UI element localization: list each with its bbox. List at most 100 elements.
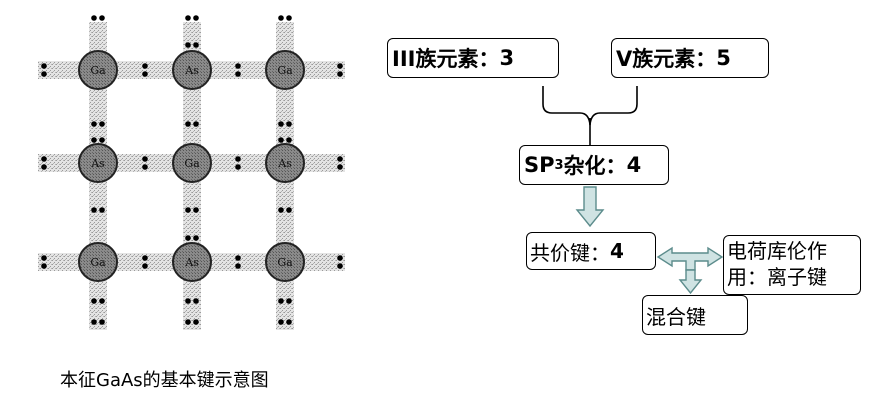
electron-dot xyxy=(286,15,292,21)
electron-dot xyxy=(41,156,47,162)
atom-label: Ga xyxy=(277,64,293,77)
electron-dot xyxy=(142,63,148,69)
electron-dot xyxy=(185,42,191,48)
figure-caption: 本征GaAs的基本键示意图 xyxy=(60,370,269,391)
electron-dot xyxy=(142,255,148,261)
electron-dot xyxy=(286,298,292,304)
electron-dot xyxy=(91,15,97,21)
atom-label: Ga xyxy=(90,64,106,77)
covalent-value: 4 xyxy=(610,239,624,263)
group5-value: 5 xyxy=(716,46,731,70)
group3-value: 3 xyxy=(499,46,515,70)
electron-dot xyxy=(99,121,105,127)
electron-dot xyxy=(91,319,97,325)
electron-dot xyxy=(142,164,148,170)
electron-dot xyxy=(185,121,191,127)
electron-dot xyxy=(278,319,284,325)
electron-dot xyxy=(99,15,105,21)
electron-dot xyxy=(278,121,284,127)
electron-dot xyxy=(41,263,47,269)
electron-dot xyxy=(193,235,199,241)
electron-dot xyxy=(278,298,284,304)
atom-ga-0-0 xyxy=(78,50,118,90)
sp3-subscript: 3 xyxy=(554,157,564,173)
electron-dot xyxy=(337,263,343,269)
electron-dot xyxy=(41,164,47,170)
electron-dot xyxy=(185,319,191,325)
electron-dot xyxy=(185,235,191,241)
covalent-bond-box: 共价键：4 xyxy=(526,232,656,270)
electron-dot xyxy=(41,71,47,77)
mixed-bond-box: 混合键 xyxy=(642,295,748,335)
mixed-arrow-icon xyxy=(678,269,703,295)
electron-dot xyxy=(185,15,191,21)
atom-as-1-0 xyxy=(78,143,118,183)
electron-dot xyxy=(337,255,343,261)
atom-ga-2-0 xyxy=(78,242,118,282)
atom-ga-0-2 xyxy=(265,50,305,90)
electron-dot xyxy=(235,164,241,170)
atom-as-2-1 xyxy=(172,242,212,282)
electron-dot xyxy=(99,319,105,325)
atom-label: Ga xyxy=(90,256,106,269)
electron-dot xyxy=(337,156,343,162)
atom-ga-2-2 xyxy=(265,242,305,282)
electron-dot xyxy=(41,255,47,261)
electron-dot xyxy=(91,207,97,213)
electron-dot xyxy=(91,137,97,143)
electron-dot xyxy=(91,121,97,127)
atom-label: Ga xyxy=(184,157,200,170)
group5-label: V族元素： xyxy=(616,47,717,71)
electron-dot xyxy=(185,298,191,304)
electron-dot xyxy=(185,207,191,213)
mixed-label: 混合键 xyxy=(646,304,706,329)
electron-dot xyxy=(193,42,199,48)
atom-label: As xyxy=(90,157,105,170)
sp3-label: 杂化： xyxy=(563,154,627,178)
electron-dot xyxy=(142,156,148,162)
atom-label: As xyxy=(277,157,292,170)
electron-dot xyxy=(142,263,148,269)
group3-element-box: III族元素：3 xyxy=(387,38,559,78)
sp3-value: 4 xyxy=(626,153,642,177)
electron-dot xyxy=(337,63,343,69)
electron-dot xyxy=(142,71,148,77)
electron-dot xyxy=(91,298,97,304)
atom-as-0-1 xyxy=(172,50,212,90)
atom-label: As xyxy=(184,64,199,77)
electron-dot xyxy=(41,63,47,69)
electron-dot xyxy=(337,71,343,77)
ionic-label: 电荷库伦作用：离子键 xyxy=(727,239,827,289)
electron-dot xyxy=(235,156,241,162)
electron-dot xyxy=(99,207,105,213)
electron-dot xyxy=(99,137,105,143)
covalent-label: 共价键： xyxy=(530,240,610,265)
sp3-prefix: SP xyxy=(524,153,555,177)
electron-dot xyxy=(99,298,105,304)
electron-dot xyxy=(193,319,199,325)
electron-dot xyxy=(193,121,199,127)
electron-dot xyxy=(235,255,241,261)
lattice-electron-pairs xyxy=(41,15,343,325)
atom-label: Ga xyxy=(277,256,293,269)
down-arrow-icon xyxy=(575,186,605,228)
atom-label: As xyxy=(184,256,199,269)
electron-dot xyxy=(235,263,241,269)
electron-dot xyxy=(193,207,199,213)
electron-dot xyxy=(286,121,292,127)
group3-label: III族元素： xyxy=(392,47,500,71)
electron-dot xyxy=(278,207,284,213)
merge-brace xyxy=(542,86,638,126)
electron-dot xyxy=(278,15,284,21)
electron-dot xyxy=(286,137,292,143)
electron-dot xyxy=(286,319,292,325)
electron-dot xyxy=(278,137,284,143)
electron-dot xyxy=(235,63,241,69)
ionic-bond-box: 电荷库伦作用：离子键 xyxy=(723,235,861,295)
electron-dot xyxy=(337,164,343,170)
atom-ga-1-1 xyxy=(172,143,212,183)
electron-dot xyxy=(235,71,241,77)
